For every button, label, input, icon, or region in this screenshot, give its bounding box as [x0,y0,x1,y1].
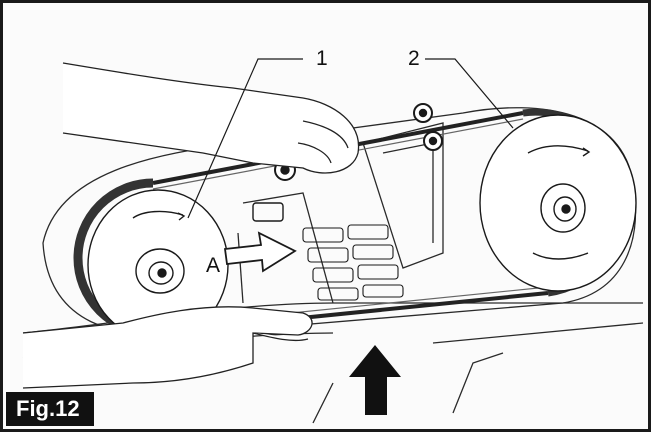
inspection-arrow-icon [349,345,401,415]
callout-a: A [206,254,221,277]
grille [302,224,404,301]
callout-2: 2 [408,47,420,70]
hand-icon [22,62,360,389]
callout-1: 1 [316,47,328,70]
push-arrow-icon [223,231,297,273]
callout-leaders [187,58,514,219]
right-pulley-icon [479,114,637,292]
belt-assembly-diagram [22,58,644,424]
figure-label: Fig.12 [6,392,94,426]
